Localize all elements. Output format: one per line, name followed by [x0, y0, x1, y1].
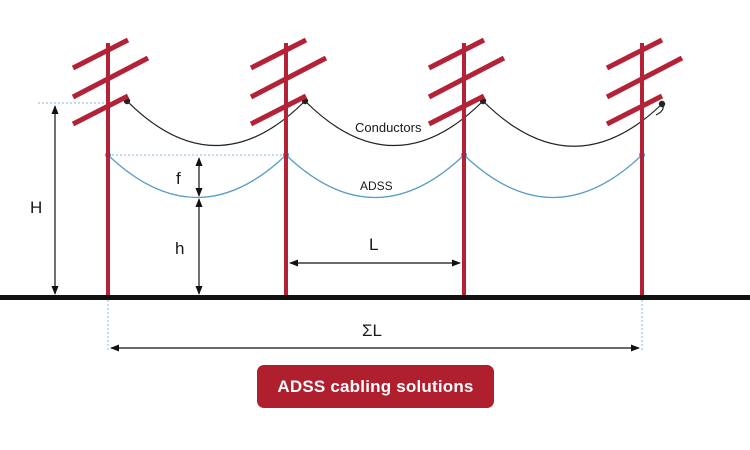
- conductors-label: Conductors: [355, 120, 422, 135]
- crossarm-3: [605, 93, 664, 127]
- caption-button[interactable]: ADSS cabling solutions: [257, 365, 494, 408]
- conductor-span-1: [126, 100, 306, 147]
- pole-4: [605, 37, 684, 297]
- h-label: h: [175, 239, 184, 258]
- guide-lines: [38, 102, 643, 352]
- adss-span-1: [107, 154, 287, 198]
- crossarm-2: [605, 55, 684, 100]
- crossarm-3: [249, 93, 308, 127]
- pole-shaft: [106, 43, 110, 297]
- pole-3: [427, 37, 506, 297]
- crossarm-1: [71, 37, 130, 71]
- dimension-arrows: [51, 105, 640, 352]
- ground-line: [0, 295, 750, 300]
- crossarm-1: [249, 37, 308, 71]
- adss-label: ADSS: [360, 179, 393, 193]
- pole-1: [71, 37, 150, 297]
- sumL-label: ΣL: [362, 321, 382, 340]
- conductor-attachment-4: [658, 100, 666, 108]
- crossarm-2: [71, 55, 150, 100]
- crossarm-3: [427, 93, 486, 127]
- adss-span-3: [463, 154, 643, 198]
- conductor-span-3: [482, 100, 663, 147]
- crossarm-3: [71, 93, 130, 127]
- pole-2: [249, 37, 328, 297]
- pole-shaft: [462, 43, 466, 297]
- L-label: L: [369, 235, 378, 254]
- crossarm-1: [427, 37, 486, 71]
- adss-span-2: [285, 154, 465, 198]
- H-label: H: [30, 198, 42, 217]
- crossarm-2: [427, 55, 506, 100]
- crossarm-2: [249, 55, 328, 100]
- f-label: f: [176, 169, 181, 188]
- poles: [71, 37, 684, 297]
- pole-shaft: [640, 43, 644, 297]
- crossarm-1: [605, 37, 664, 71]
- pole-shaft: [284, 43, 288, 297]
- conductor-span-2: [304, 100, 484, 147]
